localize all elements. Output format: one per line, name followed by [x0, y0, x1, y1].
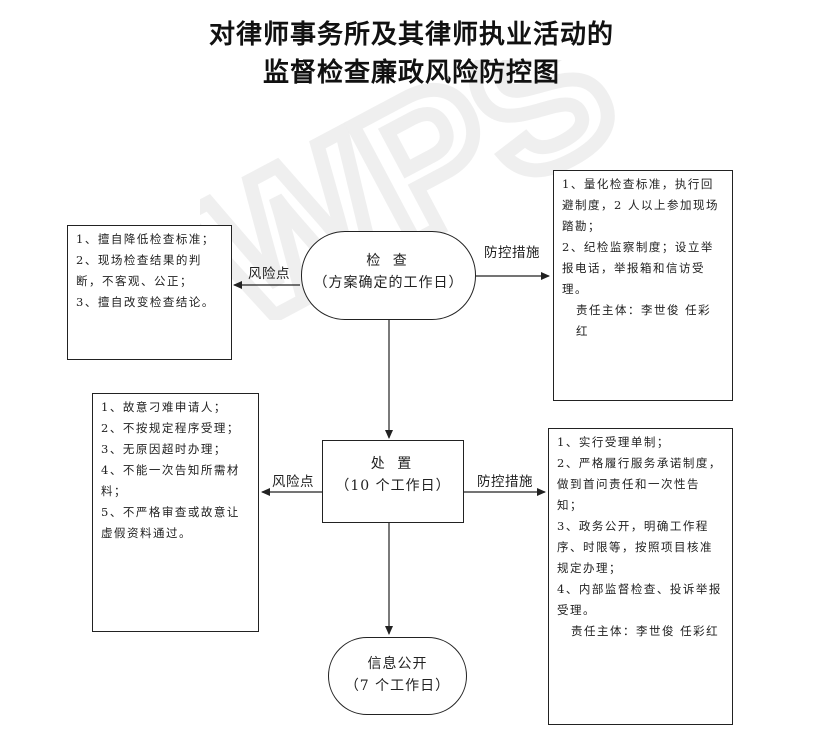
- measure-label-1: 防控措施: [484, 245, 540, 261]
- measure-2-item-1: 1、实行受理单制；: [557, 435, 670, 449]
- measure-1-item-2: 2、纪检监察制度；设立举报电话，举报箱和信访受理。: [562, 240, 714, 296]
- risk-2-item-2: 2、不按规定程序受理；: [101, 421, 240, 435]
- measure-label-2: 防控措施: [477, 474, 533, 490]
- risk-label-2: 风险点: [272, 474, 314, 490]
- node-public-duration: （7 个工作日）: [344, 678, 451, 694]
- measure-1-item-1: 1、量化检查标准，执行回避制度，2 人以上参加现场踏勘；: [562, 177, 719, 233]
- risk-2-item-1: 1、故意刁难申请人；: [101, 400, 227, 414]
- risk-1-item-3: 3、擅自改变检查结论。: [76, 295, 215, 309]
- measure-2-item-4: 4、内部监督检查、投诉举报受理。: [557, 582, 722, 617]
- node-check: 检 查 （方案确定的工作日）: [301, 231, 476, 320]
- node-handle-duration: （10 个工作日）: [335, 478, 451, 494]
- measure-2-item-2: 2、严格履行服务承诺制度，做到首问责任和一次性告知；: [557, 456, 722, 512]
- measure-1-responsible: 责任主体：李世俊 任彩红: [576, 303, 712, 338]
- risk-2-item-4: 4、不能一次告知所需材料；: [101, 463, 240, 498]
- measure-box-1: 1、量化检查标准，执行回避制度，2 人以上参加现场踏勘； 2、纪检监察制度；设立…: [553, 170, 733, 401]
- node-check-title: 检 查: [366, 253, 411, 269]
- risk-1-item-2: 2、现场检查结果的判断，不客观、公正；: [76, 253, 202, 288]
- risk-label-1: 风险点: [248, 266, 290, 282]
- title-line-2: 监督检查廉政风险防控图: [262, 58, 560, 88]
- node-handle: 处 置 （10 个工作日）: [322, 440, 464, 523]
- measure-box-2: 1、实行受理单制； 2、严格履行服务承诺制度，做到首问责任和一次性告知； 3、政…: [548, 428, 733, 725]
- risk-2-item-5: 5、不严格审查或故意让虚假资料通过。: [101, 505, 240, 540]
- title-line-1: 对律师事务所及其律师执业活动的: [208, 20, 614, 50]
- risk-box-2: 1、故意刁难申请人； 2、不按规定程序受理； 3、无原因超时办理； 4、不能一次…: [92, 393, 259, 632]
- risk-1-item-1: 1、擅自降低检查标准；: [76, 232, 215, 246]
- node-handle-title: 处 置: [370, 456, 416, 472]
- measure-2-item-3: 3、政务公开，明确工作程序、时限等，按照项目核准规定办理；: [557, 519, 713, 575]
- node-public-title: 信息公开: [367, 656, 428, 672]
- risk-2-item-3: 3、无原因超时办理；: [101, 442, 227, 456]
- node-check-duration: （方案确定的工作日）: [313, 275, 464, 291]
- measure-2-responsible: 责任主体：李世俊 任彩红: [571, 624, 720, 638]
- risk-box-1: 1、擅自降低检查标准； 2、现场检查结果的判断，不客观、公正； 3、擅自改变检查…: [67, 225, 232, 360]
- node-public: 信息公开 （7 个工作日）: [328, 637, 467, 715]
